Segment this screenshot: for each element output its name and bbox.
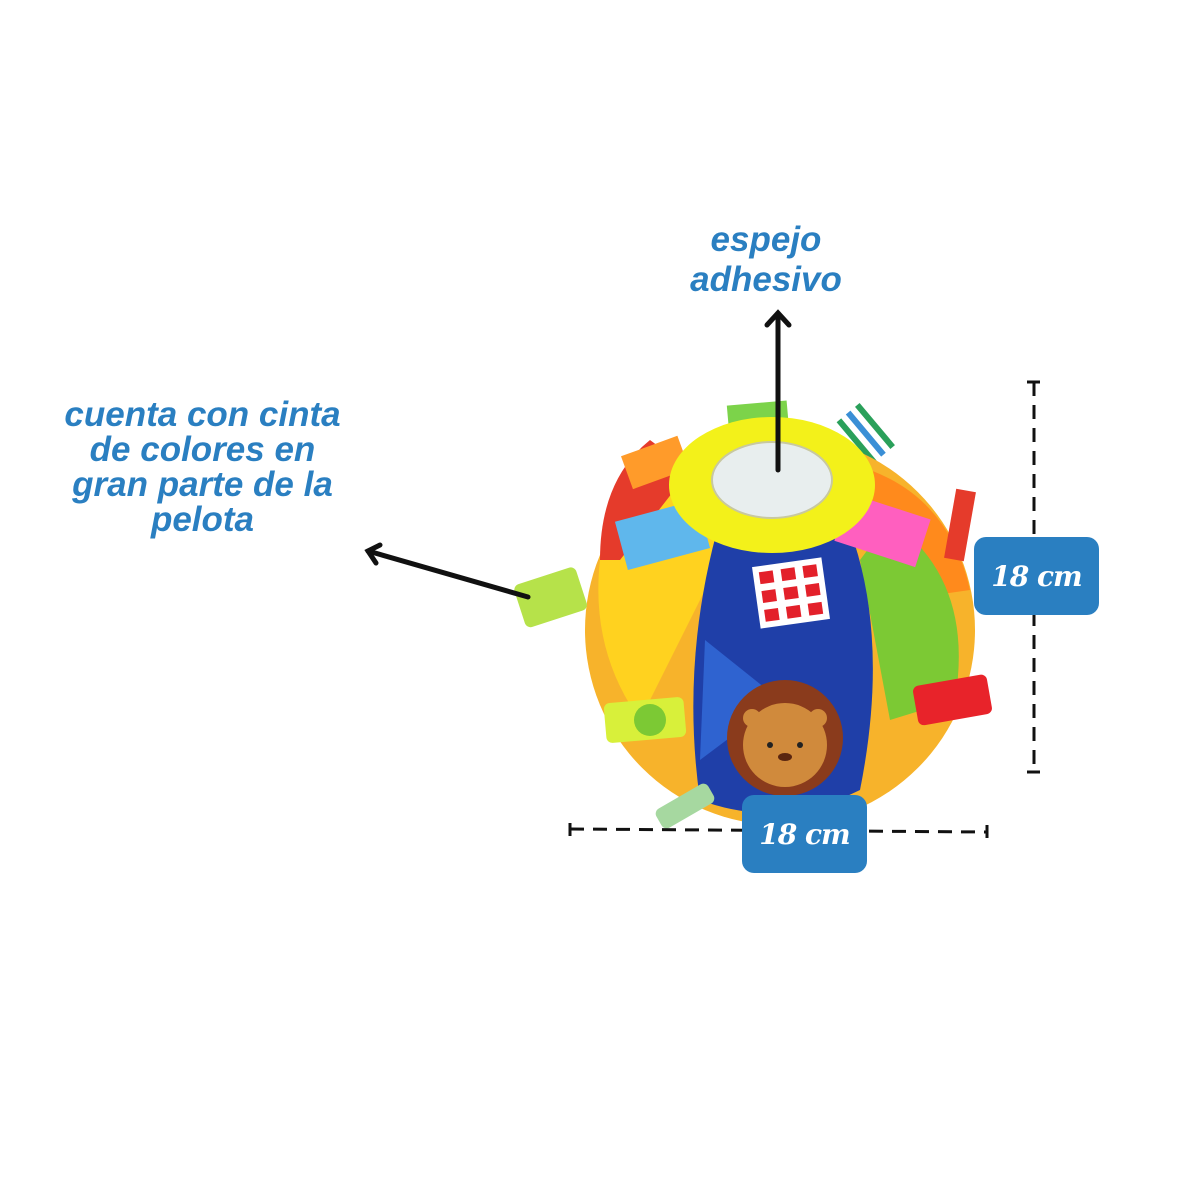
height-badge: 18 cm: [974, 537, 1099, 615]
ribbon-label-line-4: pelota: [150, 500, 255, 539]
mirror-label-line-2: adhesivo: [690, 260, 842, 299]
ribbon-label-line-1: cuenta con cinta: [64, 395, 341, 434]
ribbon-label: cuenta con cinta de colores en gran part…: [30, 397, 375, 537]
arrow-left-icon: [364, 542, 531, 600]
ribbon-label-line-2: de colores en: [89, 430, 316, 469]
mirror-label: espejo adhesivo: [660, 220, 872, 300]
width-badge: 18 cm: [742, 795, 867, 873]
arrow-up-icon: [764, 309, 792, 473]
mirror-label-line-1: espejo: [710, 220, 822, 259]
ribbon-label-line-3: gran parte de la: [72, 465, 333, 504]
